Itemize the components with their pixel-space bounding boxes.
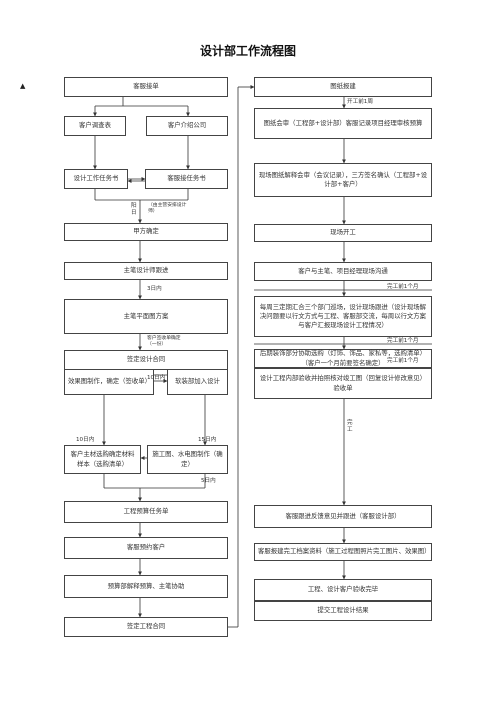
renderings-step: 效果图制作，确定（签收单） (64, 369, 154, 395)
sign-design-contract-step: 签定设计合同 (64, 350, 228, 370)
client-confirm-step: 甲方确定 (64, 223, 228, 241)
drawing-review-step: 图纸会审（工程部+设计部）客服记录项目经理审核预算 (254, 108, 432, 139)
lead-floor-plan-step: 主笔平面图方案 (64, 299, 228, 334)
page-title: 设计部工作流程图 (199, 44, 296, 58)
one-week-before-note: 开工前1周 (347, 99, 373, 105)
budget-task-step: 工程预算任务单 (64, 501, 228, 523)
fifteen-days-note: 15日内 (198, 437, 217, 443)
later-decor-step: 后期装饰部分协助选购（灯饰、饰品、家私等，选购清单）（客户一个月前要签名确定） (254, 349, 432, 368)
completed-note: 完工 (347, 420, 353, 434)
done-1-month-note-a: 完工前1个月 (387, 284, 419, 290)
site-start-step: 现场开工 (254, 224, 432, 242)
material-selection-step: 客户主材选购确定材料样本（选购清单） (64, 445, 141, 474)
lead-follow-step: 主笔设计师跟进 (64, 262, 228, 280)
budget-explain-step: 预算部解释预算、主笔协助 (64, 575, 228, 598)
sign-project-contract-step: 签定工程合同 (64, 617, 228, 637)
three-days-note: 3日内 (147, 286, 162, 292)
construction-drawings-step: 施工图、水电图制作（确定） (147, 445, 228, 474)
day-note: （由主营安排设计师） (148, 203, 187, 215)
corner-marker-icon: ▲ (20, 82, 26, 90)
five-days-note: 5日内 (201, 478, 216, 484)
day-label: 阳日 (131, 203, 137, 217)
weekly-meeting-step: 每周三定期汇合三个部门巡场，设计现场跟进（设计现场解决问题要以行文方式与工程、客… (254, 296, 432, 337)
service-task-sheet-step: 客服接任务书 (145, 169, 228, 189)
archive-step: 客服报建完工档案资料（施工过程图照片完工图片、效果图） (254, 543, 432, 561)
done-1-month-note-b: 完工前1个月 (387, 338, 419, 344)
soft-decor-step: 软装部加入设计 (167, 369, 228, 395)
customer-intake-step: 客服接单 (64, 77, 228, 97)
drawing-submit-step: 图纸报建 (254, 77, 432, 97)
customer-intro-step: 客户介绍公司 (146, 116, 228, 136)
ten-days-note-b: 10日内 (76, 437, 95, 443)
service-appointment-step: 客服预约客户 (64, 537, 228, 559)
design-acceptance-step: 工程、设计客户验收完毕 (254, 579, 432, 601)
client-communication-step: 客户与主笔、项目经理现场沟通 (254, 262, 432, 281)
onsite-briefing-step: 现场图纸解释会审（会议记录），三方签名确认（工程部+设计部+客户） (254, 163, 432, 197)
ten-days-note-a: 10日内 (147, 375, 166, 381)
service-feedback-step: 客服跟进反馈意见并跟进（客服设计部） (254, 505, 432, 528)
submit-results-step: 提交工程设计结果 (254, 601, 432, 621)
customer-survey-step: 客户调查表 (64, 116, 126, 136)
inspection-step: 设计工程内部验收并拍照核对竣工图（回复设计修改意见）验收单 (254, 368, 432, 399)
design-task-sheet-step: 设计工作任务书 (64, 169, 128, 189)
sign-note: 客户签收单确定（一份） (147, 336, 181, 348)
done-1-month-note-c: 完工前1个月 (387, 358, 419, 364)
